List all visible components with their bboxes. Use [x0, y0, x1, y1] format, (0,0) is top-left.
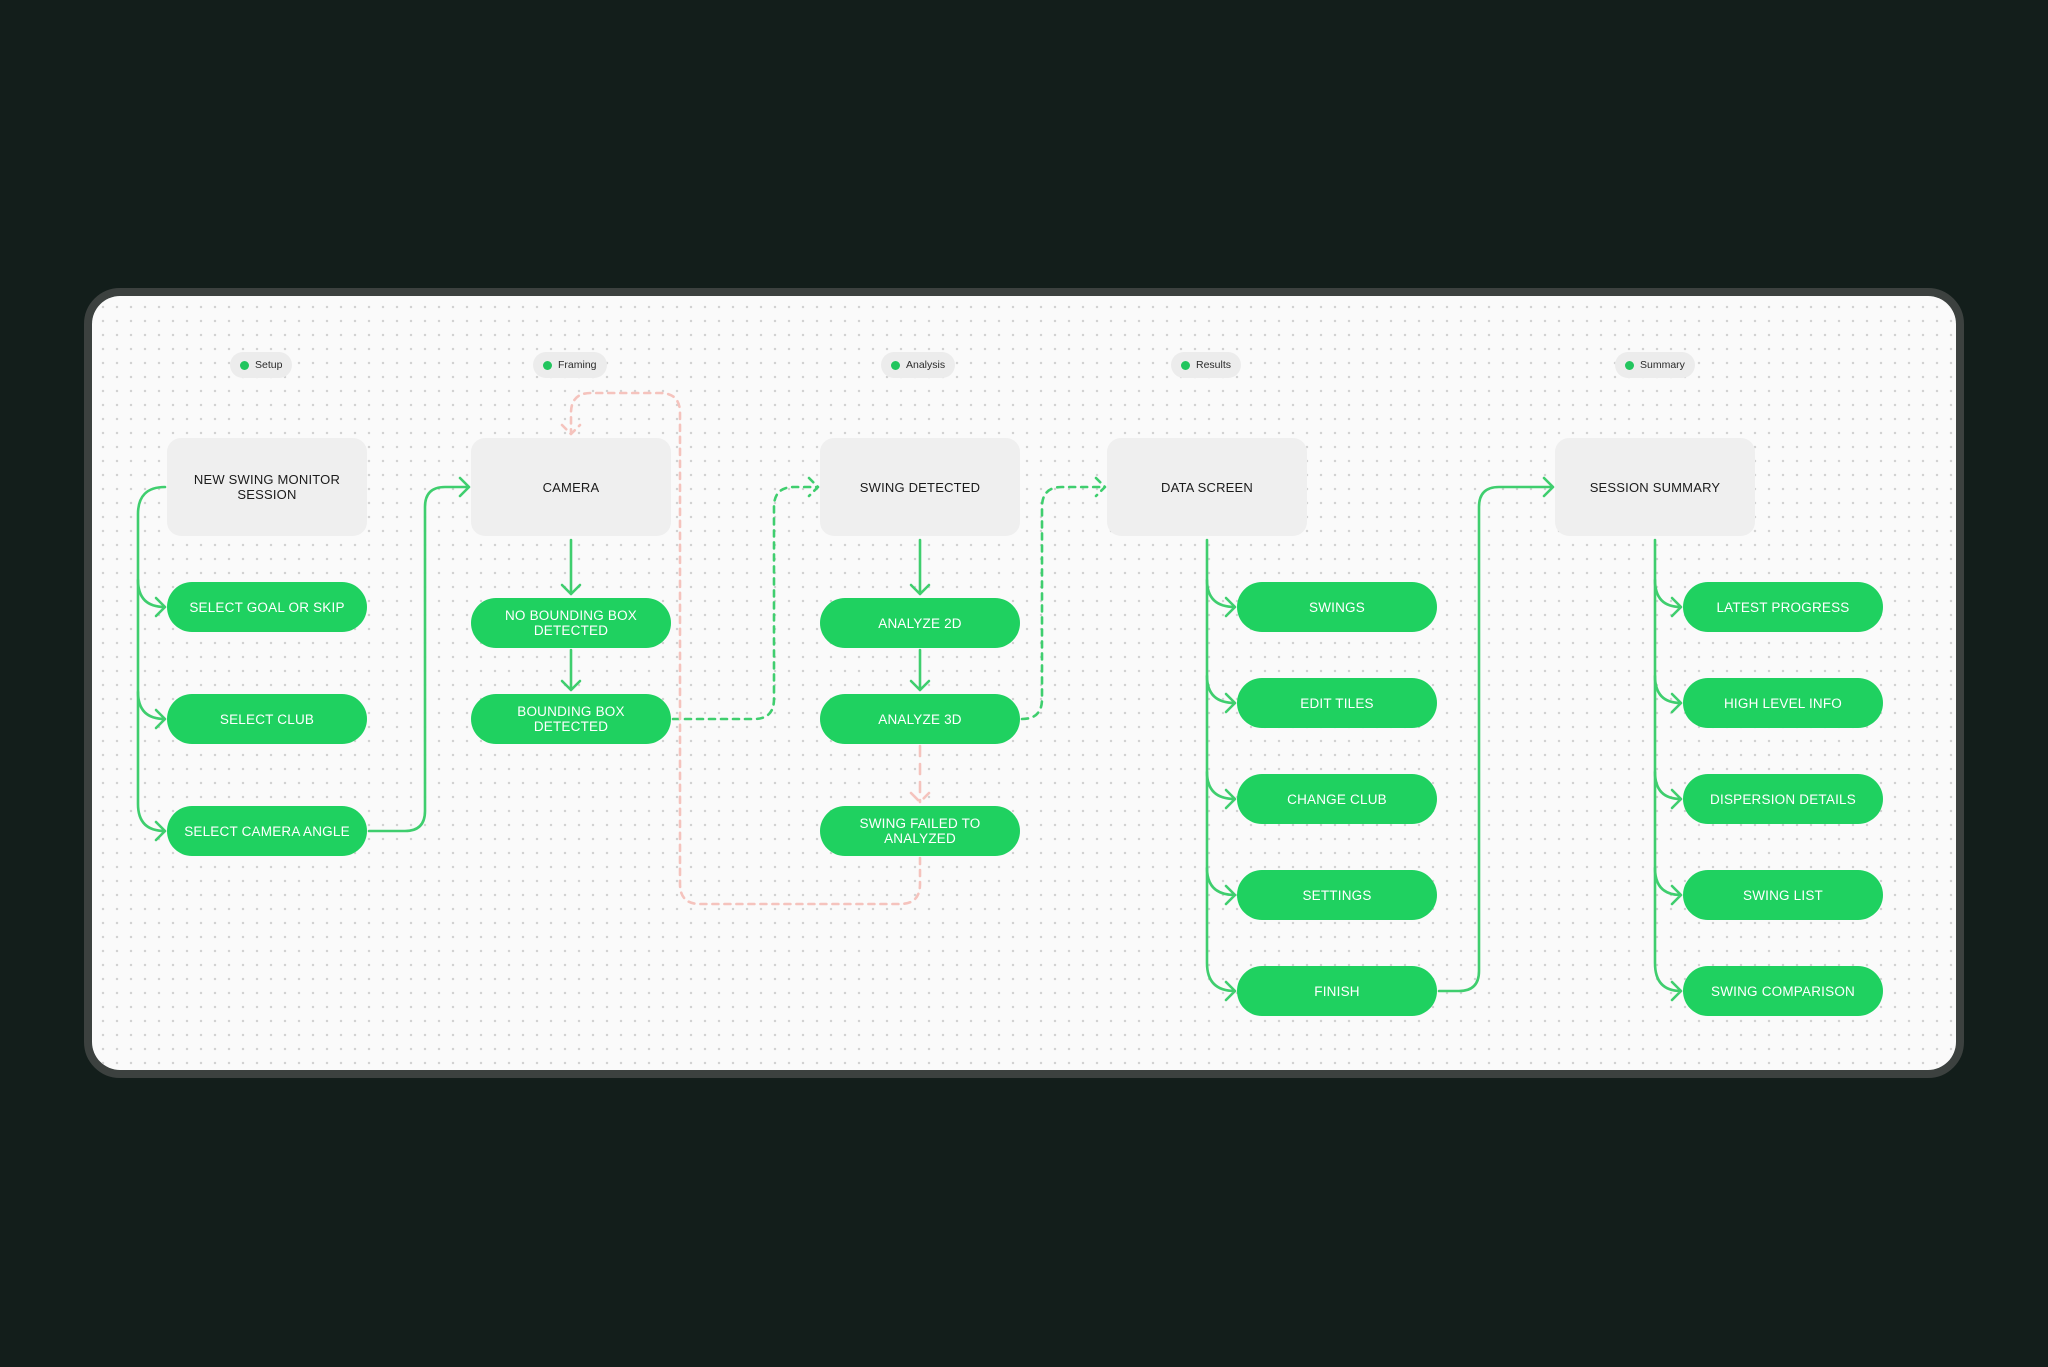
connector-results-branch-3	[1205, 770, 1237, 810]
node-select-camera-angle[interactable]: SELECT CAMERA ANGLE	[167, 806, 367, 856]
connector-setup-trunk	[136, 485, 167, 842]
connector-3d-to-data	[1020, 476, 1107, 721]
node-analyze-3d[interactable]: ANALYZE 3D	[820, 694, 1020, 744]
connector-results-branch-4	[1205, 866, 1237, 906]
connector-failed-retry	[560, 391, 922, 906]
node-swing-list[interactable]: SWING LIST	[1683, 870, 1883, 920]
connector-angle-to-camera	[367, 476, 471, 833]
connector-setup-club	[136, 690, 167, 730]
status-dot-icon	[1625, 360, 1634, 370]
diagram-frame: Setup Framing Analysis Results Summary N…	[84, 288, 1964, 1078]
node-bounding-box-detected[interactable]: BOUNDING BOX DETECTED	[471, 694, 671, 744]
connector-summary-branch-3	[1653, 770, 1683, 810]
node-change-club[interactable]: CHANGE CLUB	[1237, 774, 1437, 824]
stage-chip-framing: Framing	[533, 352, 607, 378]
connector-swing-to-2d	[909, 538, 931, 596]
connector-nobox-to-box	[560, 648, 582, 692]
stage-chip-setup: Setup	[230, 352, 293, 378]
stage-chip-results: Results	[1171, 352, 1242, 378]
stage-chip-summary: Summary	[1615, 352, 1695, 378]
node-finish[interactable]: FINISH	[1237, 966, 1437, 1016]
stage-chip-analysis: Analysis	[881, 352, 956, 378]
connector-results-branch-2	[1205, 674, 1237, 714]
connector-results-branch-1	[1205, 578, 1237, 618]
stage-label: Setup	[255, 359, 283, 371]
connector-summary-branch-4	[1653, 866, 1683, 906]
node-new-session[interactable]: NEW SWING MONITOR SESSION	[167, 438, 367, 536]
status-dot-icon	[891, 360, 900, 370]
node-select-goal[interactable]: SELECT GOAL OR SKIP	[167, 582, 367, 632]
node-swings[interactable]: SWINGS	[1237, 582, 1437, 632]
connector-setup-goal	[136, 578, 167, 618]
node-no-bounding-box[interactable]: NO BOUNDING BOX DETECTED	[471, 598, 671, 648]
node-swing-failed[interactable]: SWING FAILED TO ANALYZED	[820, 806, 1020, 856]
node-dispersion-details[interactable]: DISPERSION DETAILS	[1683, 774, 1883, 824]
connector-layer	[136, 391, 1683, 1002]
stage-label: Summary	[1640, 359, 1685, 371]
node-latest-progress[interactable]: LATEST PROGRESS	[1683, 582, 1883, 632]
node-settings[interactable]: SETTINGS	[1237, 870, 1437, 920]
node-select-club[interactable]: SELECT CLUB	[167, 694, 367, 744]
node-swing-detected[interactable]: SWING DETECTED	[820, 438, 1020, 536]
status-dot-icon	[1181, 360, 1190, 370]
diagram-canvas: Setup Framing Analysis Results Summary N…	[92, 296, 1956, 1070]
node-session-summary[interactable]: SESSION SUMMARY	[1555, 438, 1755, 536]
connector-3d-to-failed	[909, 744, 931, 804]
node-high-level-info[interactable]: HIGH LEVEL INFO	[1683, 678, 1883, 728]
node-camera[interactable]: CAMERA	[471, 438, 671, 536]
connector-summary-branch-1	[1653, 578, 1683, 618]
connector-results-trunk	[1205, 538, 1237, 1002]
connector-camera-to-nobox	[560, 538, 582, 596]
stage-label: Results	[1196, 359, 1232, 371]
node-analyze-2d[interactable]: ANALYZE 2D	[820, 598, 1020, 648]
connector-summary-branch-2	[1653, 674, 1683, 714]
node-swing-comparison[interactable]: SWING COMPARISON	[1683, 966, 1883, 1016]
node-edit-tiles[interactable]: EDIT TILES	[1237, 678, 1437, 728]
connector-box-to-swing	[671, 476, 820, 721]
node-data-screen[interactable]: DATA SCREEN	[1107, 438, 1307, 536]
connector-finish-to-summary	[1437, 476, 1555, 993]
status-dot-icon	[543, 360, 552, 370]
stage-label: Analysis	[906, 359, 946, 371]
status-dot-icon	[240, 360, 249, 370]
stage-label: Framing	[558, 359, 597, 371]
connector-summary-trunk	[1653, 538, 1683, 1002]
connector-2d-to-3d	[909, 648, 931, 692]
